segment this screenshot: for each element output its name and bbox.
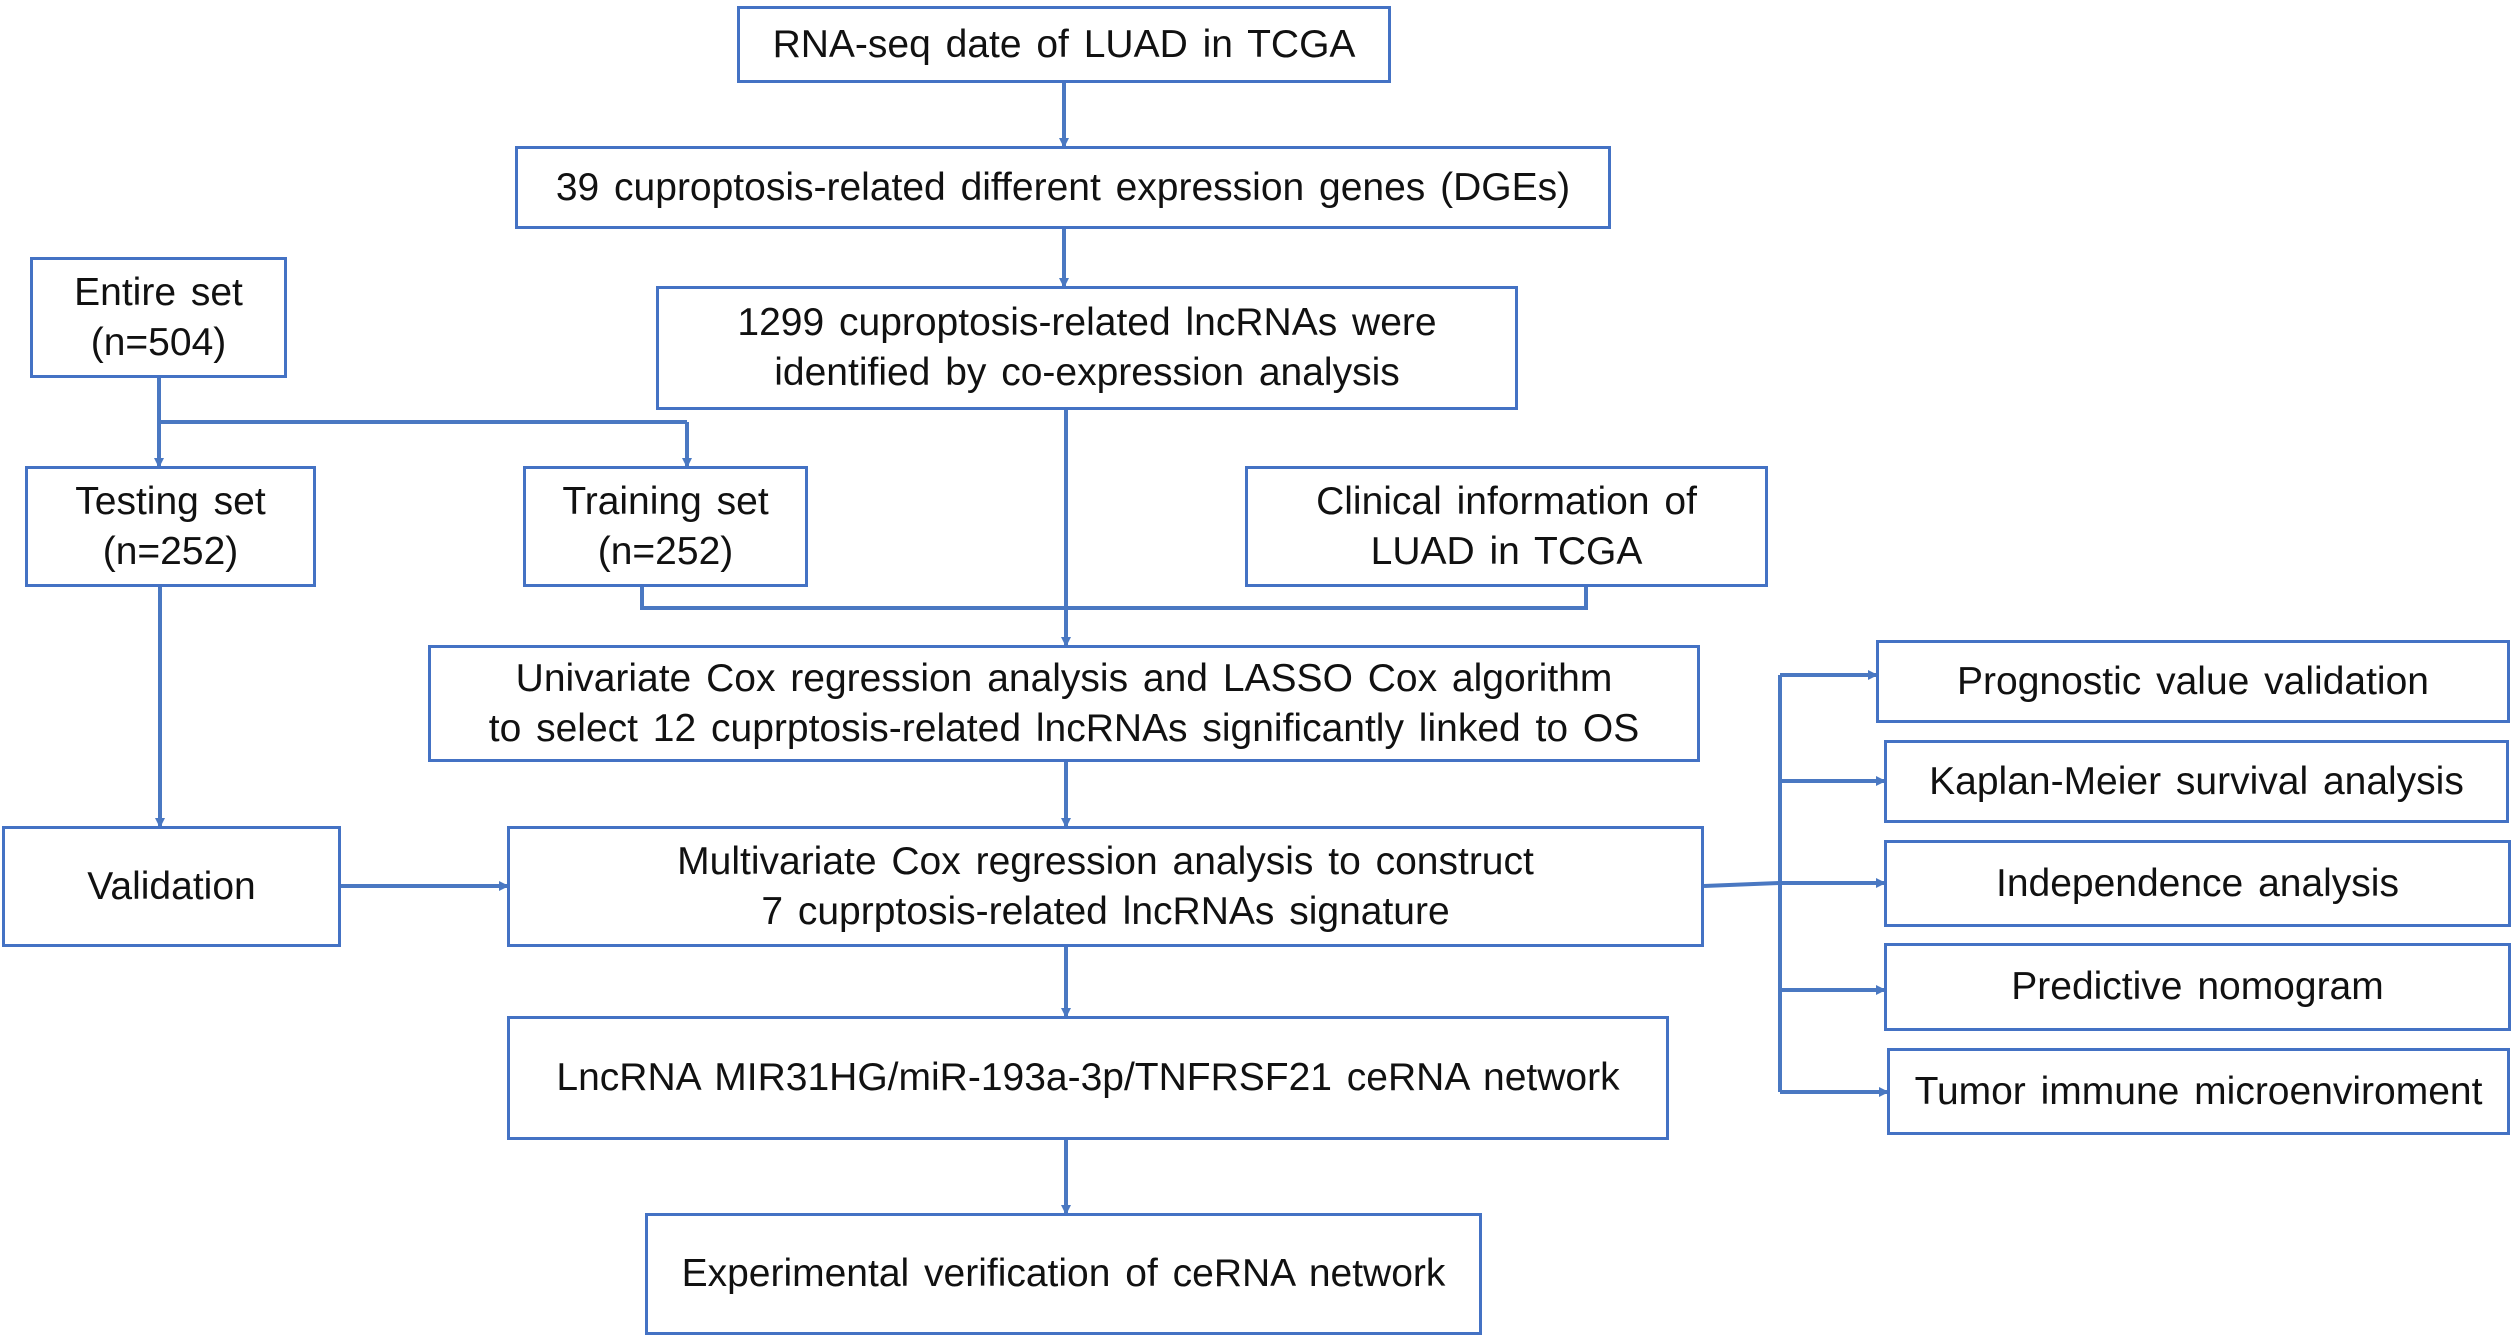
testing-set-line-2: (n=252) [102,529,239,573]
tumor-immune-box: Tumor immune microenviroment [1887,1048,2510,1135]
cerna-network-box: LncRNA MIR31HG/miR-193a-3p/TNFRSF21 ceRN… [507,1016,1669,1140]
kaplan-meier-text: Kaplan-Meier survival analysis [1929,759,2464,803]
training-set-box: Training set (n=252) [523,466,808,587]
clinical-info-line-1: Clinical information of [1316,479,1697,523]
line-training-clinical-join [640,587,1588,610]
nomogram-text: Predictive nomogram [2011,965,2384,1008]
lncrnas-line-2: identified by co-expression analysis [774,351,1400,394]
clinical-info-box: Clinical information of LUAD in TCGA [1245,466,1768,587]
validation-box: Validation [2,826,341,947]
lncrnas-box: 1299 cuproptosis-related lncRNAs were id… [656,286,1518,410]
rna-seq-box: RNA-seq date of LUAD in TCGA [737,6,1391,83]
dges-box: 39 cuproptosis-related different express… [515,146,1611,229]
multivariate-box: Multivariate Cox regression analysis to … [507,826,1704,947]
testing-set-box: Testing set (n=252) [25,466,316,587]
line-entire-split [157,378,687,424]
lncrnas-line-1: 1299 cuproptosis-related lncRNAs were [737,301,1437,344]
rna-seq-text: RNA-seq date of LUAD in TCGA [772,22,1356,66]
independence-text: Independence analysis [1996,861,2399,905]
univariate-line-2: to select 12 cuprptosis-related lncRNAs … [488,706,1640,750]
entire-set-line-1: Entire set [74,270,243,314]
kaplan-meier-box: Kaplan-Meier survival analysis [1884,740,2509,823]
multivariate-line-2: 7 cuprptosis-related lncRNAs signature [761,889,1450,933]
clinical-info-line-2: LUAD in TCGA [1370,529,1643,573]
dges-text: 39 cuproptosis-related different express… [555,165,1571,209]
univariate-box: Univariate Cox regression analysis and L… [428,645,1700,762]
multivariate-line-1: Multivariate Cox regression analysis to … [677,839,1534,883]
testing-set-line-1: Testing set [75,479,266,523]
independence-box: Independence analysis [1884,840,2511,927]
validation-text: Validation [87,864,256,908]
tumor-immune-text: Tumor immune microenviroment [1914,1069,2483,1113]
cerna-network-text: LncRNA MIR31HG/miR-193a-3p/TNFRSF21 ceRN… [556,1056,1620,1099]
nomogram-box: Predictive nomogram [1884,943,2511,1031]
univariate-line-1: Univariate Cox regression analysis and L… [515,656,1613,700]
experimental-text: Experimental verification of ceRNA netwo… [681,1252,1446,1295]
prognostic-box: Prognostic value validation [1876,640,2510,723]
line-multivariate-to-branch [1703,881,1781,888]
entire-set-line-2: (n=504) [90,320,227,364]
experimental-box: Experimental verification of ceRNA netwo… [645,1213,1482,1335]
entire-set-box: Entire set (n=504) [30,257,287,378]
training-set-line-1: Training set [562,479,769,523]
prognostic-text: Prognostic value validation [1957,659,2429,703]
training-set-line-2: (n=252) [597,529,734,573]
